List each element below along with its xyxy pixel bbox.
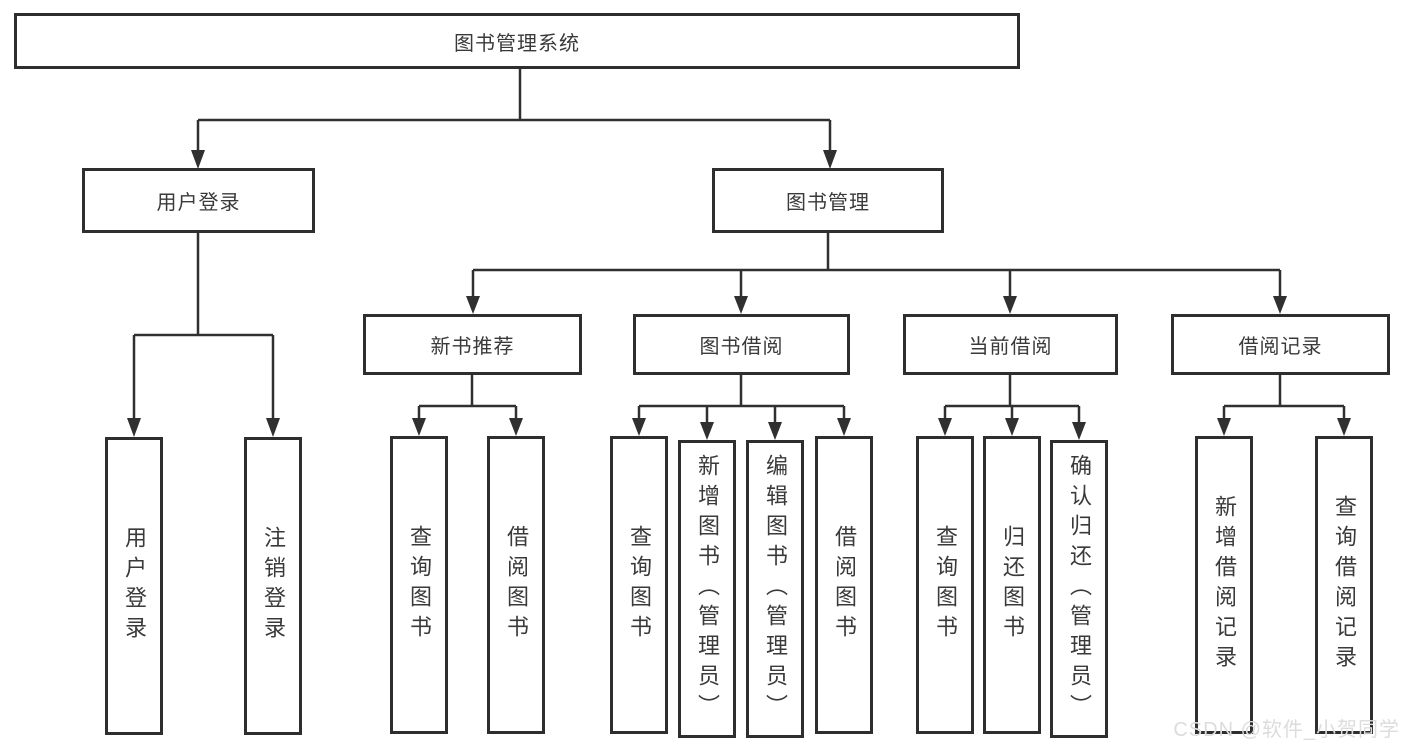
csdn-watermark: CSDN @软件_小贺同学 xyxy=(1173,719,1400,741)
leaf-add-borrow-record: 新增借阅记录 xyxy=(1195,436,1253,734)
leaf-add-books-admin: 新增图书（管理员） xyxy=(678,440,736,738)
leaf-query-books-3: 查询图书 xyxy=(916,436,974,734)
leaf-return-books: 归还图书 xyxy=(983,436,1041,734)
node-borrowing-records: 借阅记录 xyxy=(1171,314,1390,375)
leaf-query-books: 查询图书 xyxy=(390,436,448,734)
connector-paths xyxy=(132,69,1346,424)
node-library-management-system: 图书管理系统 xyxy=(14,13,1020,69)
leaf-query-books-2: 查询图书 xyxy=(610,436,668,734)
node-current-borrowing: 当前借阅 xyxy=(903,314,1118,375)
leaf-borrow-books: 借阅图书 xyxy=(487,436,545,734)
arrowheads xyxy=(127,150,1351,440)
leaf-logout: 注销登录 xyxy=(244,437,302,735)
node-new-book-recommendation: 新书推荐 xyxy=(363,314,582,375)
leaf-confirm-return-admin: 确认归还（管理员） xyxy=(1050,440,1108,738)
leaf-borrow-books-2: 借阅图书 xyxy=(815,436,873,734)
leaf-user-login: 用户登录 xyxy=(105,437,163,735)
node-book-management: 图书管理 xyxy=(712,168,944,233)
leaf-query-borrow-record: 查询借阅记录 xyxy=(1315,436,1373,734)
node-book-borrowing: 图书借阅 xyxy=(633,314,850,375)
node-user-login: 用户登录 xyxy=(82,168,315,233)
leaf-edit-books-admin: 编辑图书（管理员） xyxy=(746,440,804,738)
